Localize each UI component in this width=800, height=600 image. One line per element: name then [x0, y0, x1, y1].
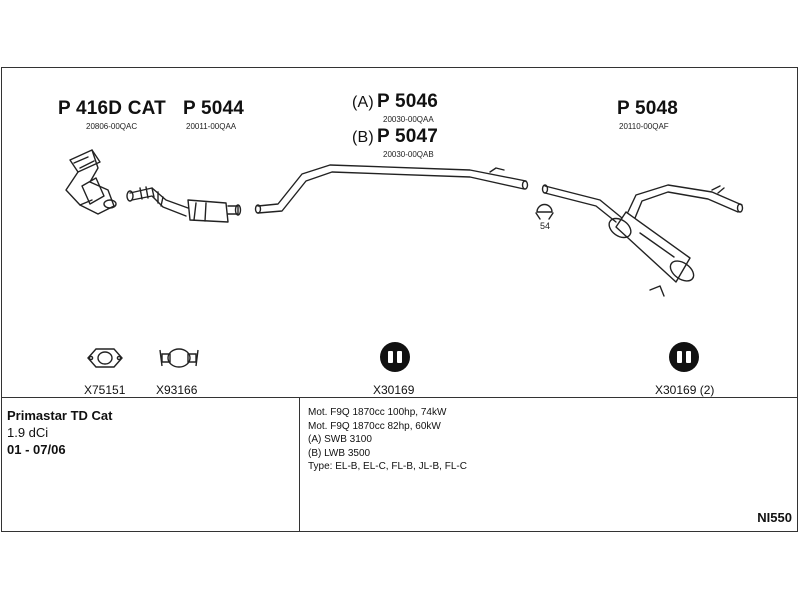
vehicle-info: Primastar TD Cat 1.9 dCi 01 - 07/06: [7, 407, 112, 458]
clamp-icon: [159, 348, 199, 368]
middle-a-prefix: (A): [352, 94, 374, 111]
diagram-reference: NI550: [757, 510, 792, 525]
fitting-label-x30169-2: X30169 (2): [655, 383, 715, 397]
front-pipe-part: [126, 186, 242, 223]
rear-part-number: P 5048: [617, 98, 679, 119]
spec-line: (A) SWB 3100: [308, 434, 372, 445]
rear-silencer-part: [541, 184, 744, 297]
fitting-label-x93166: X93166: [156, 383, 198, 397]
vertical-divider: [299, 398, 300, 532]
horizontal-divider: [1, 397, 798, 398]
spec-line: Type: EL-B, EL-C, FL-B, JL-B, FL-C: [308, 461, 467, 472]
rear-oem-code: 20110-00QAF: [619, 122, 669, 131]
catalytic-converter-part: [65, 149, 117, 215]
fitting-label-x30169: X30169: [373, 383, 415, 397]
middle-a-oem-code: 20030-00QAA: [383, 115, 434, 124]
cat-part-number: P 416D CAT: [58, 98, 166, 119]
clamp-label: 54: [540, 221, 551, 231]
front-pipe-oem-code: 20011-00QAA: [186, 122, 237, 131]
spec-line: Mot. F9Q 1870cc 100hp, 74kW: [308, 407, 447, 418]
diagram-frame: [1, 67, 798, 532]
fitting-label-x75151: X75151: [84, 383, 126, 397]
rubber-mount-icon-1: [380, 342, 410, 372]
middle-pipe-part: [254, 164, 529, 214]
front-pipe-part-number: P 5044: [183, 98, 245, 119]
vehicle-years: 01 - 07/06: [7, 442, 66, 457]
gasket-icon: [87, 348, 123, 368]
middle-b-prefix: (B): [352, 129, 374, 146]
middle-a-part-number: (A)P 5046: [352, 91, 438, 113]
middle-b-part-number: (B)P 5047: [352, 126, 438, 148]
rubber-mount-icon-2: [669, 342, 699, 372]
spec-line: (B) LWB 3500: [308, 447, 371, 459]
cat-oem-code: 20806-00QAC: [86, 122, 138, 131]
spec-line: Mot. F9Q 1870cc 82hp, 60kW: [308, 420, 441, 432]
middle-b-oem-code: 20030-00QAB: [383, 150, 434, 159]
vehicle-model: Primastar TD Cat: [7, 408, 113, 423]
middle-b-number: P 5047: [376, 126, 439, 147]
middle-a-number: P 5046: [376, 91, 439, 112]
spec-list: Mot. F9Q 1870cc 100hp, 74kW Mot. F9Q 187…: [308, 406, 467, 474]
vehicle-engine: 1.9 dCi: [7, 425, 49, 440]
clamp-part: [535, 203, 554, 220]
